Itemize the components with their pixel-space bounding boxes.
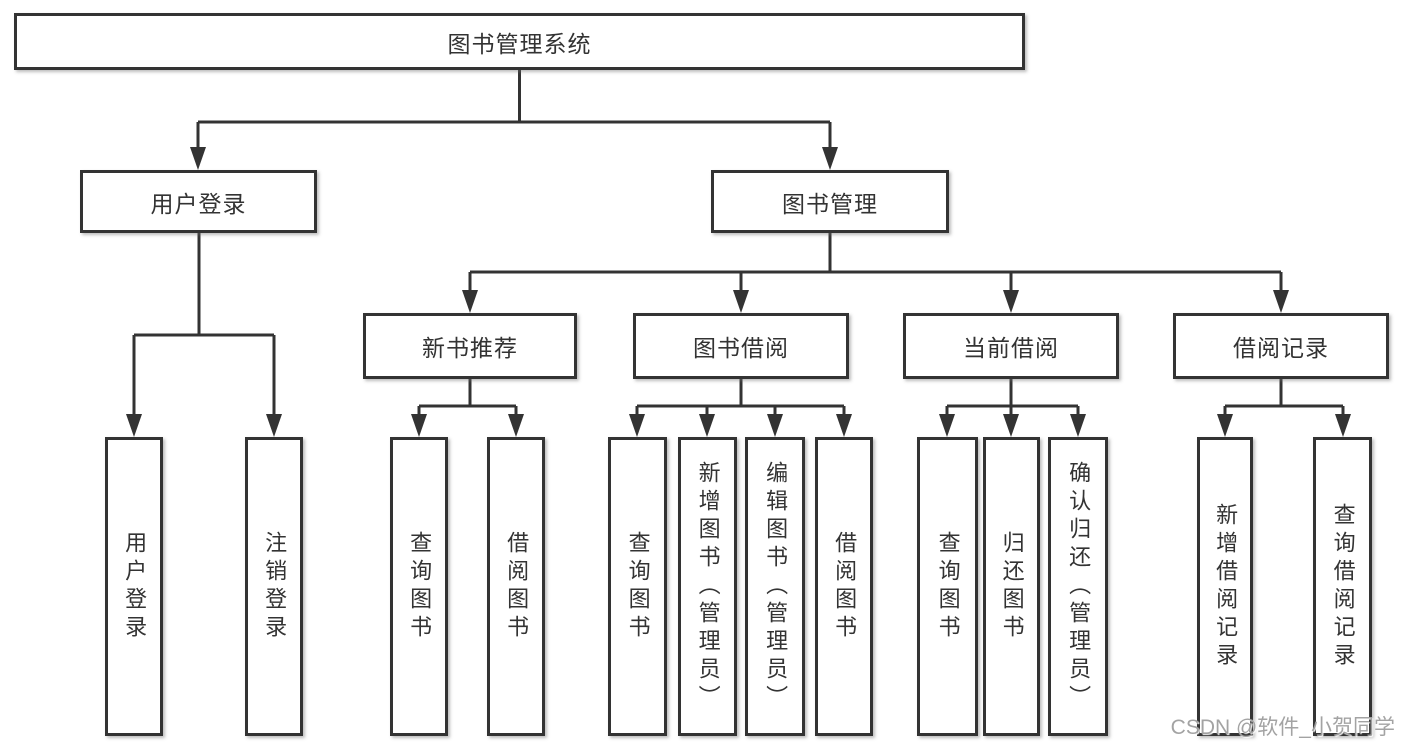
leaf-query-books-borrow-label: 查询图书 (625, 530, 651, 643)
leaf-add-borrow-record-label: 新增借阅记录 (1213, 502, 1239, 671)
leaf-return-books-label: 归还图书 (999, 530, 1025, 643)
node-book-borrow: 图书借阅 (633, 313, 849, 379)
node-book-management: 图书管理 (711, 170, 949, 233)
leaf-confirm-return-admin-label: 确认归还（管理员） (1066, 460, 1092, 713)
leaf-query-books-borrow: 查询图书 (608, 437, 667, 736)
node-current-borrow: 当前借阅 (903, 313, 1119, 379)
leaf-add-books-admin-label: 新增图书（管理员） (695, 460, 721, 713)
leaf-query-books-recommend-label: 查询图书 (407, 530, 433, 643)
leaf-borrow-books-recommend-label: 借阅图书 (504, 530, 530, 643)
leaf-borrow-books-label: 借阅图书 (832, 530, 858, 643)
leaf-user-login: 用户登录 (105, 437, 163, 736)
node-book-borrow-label: 图书借阅 (693, 335, 789, 361)
node-borrow-records: 借阅记录 (1173, 313, 1389, 379)
leaf-query-books-current-label: 查询图书 (935, 530, 961, 643)
leaf-add-borrow-record: 新增借阅记录 (1197, 437, 1253, 736)
node-current-borrow-label: 当前借阅 (963, 335, 1059, 361)
leaf-logout-login: 注销登录 (245, 437, 303, 736)
csdn-watermark: CSDN @软件_小贺同学 (1170, 716, 1395, 739)
node-root: 图书管理系统 (14, 13, 1025, 70)
node-root-label: 图书管理系统 (447, 30, 592, 57)
node-user-login-label: 用户登录 (150, 190, 247, 217)
leaf-borrow-books: 借阅图书 (815, 437, 873, 736)
leaf-logout-login-label: 注销登录 (262, 530, 288, 643)
node-book-management-label: 图书管理 (782, 190, 878, 217)
leaf-query-books-recommend: 查询图书 (390, 437, 448, 736)
leaf-confirm-return-admin: 确认归还（管理员） (1048, 437, 1108, 736)
leaf-edit-books-admin-label: 编辑图书（管理员） (763, 460, 789, 713)
leaf-edit-books-admin: 编辑图书（管理员） (745, 437, 805, 736)
node-new-book-recommend-label: 新书推荐 (422, 335, 518, 361)
node-user-login: 用户登录 (80, 170, 317, 233)
node-borrow-records-label: 借阅记录 (1233, 335, 1329, 361)
leaf-return-books: 归还图书 (983, 437, 1040, 736)
leaf-query-borrow-record: 查询借阅记录 (1313, 437, 1372, 736)
leaf-add-books-admin: 新增图书（管理员） (678, 437, 737, 736)
leaf-query-books-current: 查询图书 (917, 437, 978, 736)
leaf-user-login-label: 用户登录 (122, 530, 148, 643)
node-new-book-recommend: 新书推荐 (363, 313, 577, 379)
leaf-borrow-books-recommend: 借阅图书 (487, 437, 545, 736)
leaf-query-borrow-record-label: 查询借阅记录 (1330, 502, 1356, 671)
